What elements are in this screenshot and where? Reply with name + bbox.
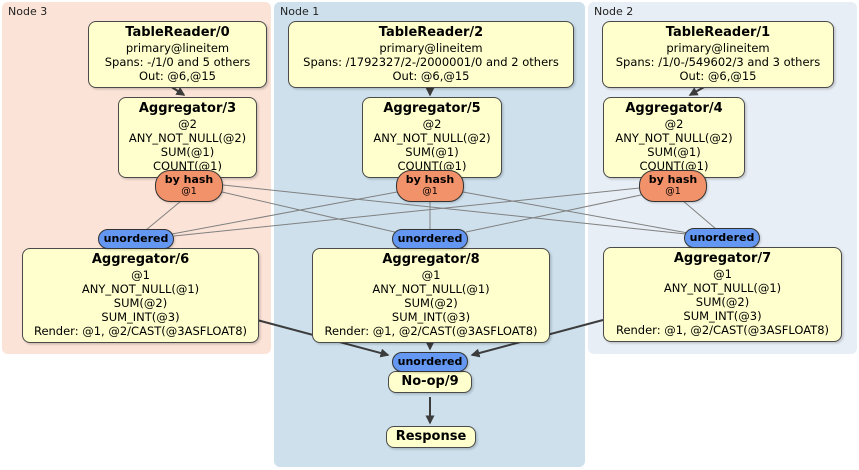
processor-detail: @1 bbox=[131, 268, 150, 282]
processor-detail: @2 bbox=[664, 117, 684, 131]
region-label-node-1: Node 1 bbox=[280, 5, 320, 18]
processor-detail: Spans: /1792327/2-/2000001/0 and 2 other… bbox=[303, 55, 559, 69]
router-by-hash-node2: by hash @1 bbox=[639, 170, 707, 202]
processor-detail: SUM_INT(@3) bbox=[391, 310, 471, 324]
processor-detail: Render: @1, @2/CAST(@3ASFLOAT8) bbox=[615, 323, 830, 337]
processor-detail: ANY_NOT_NULL(@1) bbox=[372, 282, 490, 296]
router-by-hash-key: @1 bbox=[665, 186, 681, 197]
processor-title: Aggregator/7 bbox=[673, 251, 772, 266]
processor-aggregator-7: Aggregator/7 @1 ANY_NOT_NULL(@1) SUM(@2)… bbox=[603, 247, 842, 342]
processor-noop-9: No-op/9 bbox=[388, 371, 472, 393]
processor-tablereader-0: TableReader/0 primary@lineitem Spans: -/… bbox=[88, 21, 267, 88]
processor-detail: Spans: -/1/0 and 5 others bbox=[104, 55, 251, 69]
processor-title: TableReader/0 bbox=[125, 25, 230, 40]
processor-title: TableReader/2 bbox=[378, 25, 484, 40]
processor-detail: ANY_NOT_NULL(@2) bbox=[128, 131, 247, 145]
processor-detail: Out: @6,@15 bbox=[679, 69, 757, 83]
edge-hash3-to-sync1 bbox=[221, 191, 400, 234]
processor-tablereader-1: TableReader/1 primary@lineitem Spans: /1… bbox=[602, 21, 834, 88]
processor-detail: COUNT(@1) bbox=[397, 159, 467, 173]
processor-detail: SUM(@1) bbox=[647, 145, 701, 159]
edge-hash3-to-sync3 bbox=[145, 200, 182, 231]
processor-title: Response bbox=[395, 429, 467, 444]
processor-title: Aggregator/3 bbox=[138, 101, 237, 116]
processor-detail: SUM(@2) bbox=[404, 296, 458, 310]
processor-detail: ANY_NOT_NULL(@2) bbox=[615, 131, 733, 145]
processor-detail: SUM(@1) bbox=[405, 145, 459, 159]
processor-detail: Render: @1, @2/CAST(@3ASFLOAT8) bbox=[33, 324, 248, 338]
router-by-hash-node3: by hash @1 bbox=[155, 170, 223, 202]
processor-detail: COUNT(@1) bbox=[153, 159, 222, 173]
processor-title: Aggregator/6 bbox=[91, 252, 190, 267]
processor-detail: SUM(@2) bbox=[113, 296, 168, 310]
edge-hash2-to-sync3 bbox=[173, 187, 641, 237]
processor-aggregator-4: Aggregator/4 @2 ANY_NOT_NULL(@2) SUM(@1)… bbox=[603, 97, 745, 178]
sync-unordered-node1: unordered bbox=[392, 229, 468, 249]
processor-detail: primary@lineitem bbox=[666, 41, 770, 55]
processor-detail: SUM(@2) bbox=[695, 295, 750, 309]
router-by-hash-label: by hash bbox=[164, 173, 214, 186]
processor-aggregator-5: Aggregator/5 @2 ANY_NOT_NULL(@2) SUM(@1)… bbox=[362, 97, 502, 178]
processor-title: Aggregator/8 bbox=[382, 252, 480, 267]
processor-title: Aggregator/4 bbox=[625, 101, 723, 116]
processor-aggregator-6: Aggregator/6 @1 ANY_NOT_NULL(@1) SUM(@2)… bbox=[22, 248, 259, 343]
processor-detail: primary@lineitem bbox=[379, 41, 483, 55]
processor-detail: @1 bbox=[713, 267, 732, 281]
processor-tablereader-2: TableReader/2 primary@lineitem Spans: /1… bbox=[288, 21, 574, 88]
router-by-hash-label: by hash bbox=[648, 173, 698, 186]
processor-detail: ANY_NOT_NULL(@1) bbox=[663, 281, 782, 295]
router-by-hash-node1: by hash @1 bbox=[396, 170, 464, 202]
processor-detail: @1 bbox=[421, 268, 441, 282]
edge-hash1-to-sync2 bbox=[462, 191, 689, 234]
processor-detail: ANY_NOT_NULL(@1) bbox=[81, 282, 200, 296]
processor-title: TableReader/1 bbox=[665, 25, 771, 40]
edge-hash2-to-sync2 bbox=[681, 199, 717, 230]
sync-unordered-label: unordered bbox=[103, 232, 169, 245]
sync-unordered-label: unordered bbox=[397, 232, 463, 245]
edge-hash3-to-sync2 bbox=[222, 184, 687, 235]
processor-detail: Spans: /1/0-/549602/3 and 3 others bbox=[615, 55, 821, 69]
router-by-hash-label: by hash bbox=[405, 173, 455, 186]
processor-title: No-op/9 bbox=[401, 374, 459, 389]
processor-detail: @2 bbox=[178, 117, 197, 131]
sync-unordered-node3: unordered bbox=[98, 229, 174, 249]
processor-detail: Out: @6,@15 bbox=[139, 69, 216, 83]
processor-detail: ANY_NOT_NULL(@2) bbox=[373, 131, 491, 145]
sync-unordered-label: unordered bbox=[397, 355, 463, 368]
processor-detail: Render: @1, @2/CAST(@3ASFLOAT8) bbox=[324, 324, 538, 338]
processor-detail: SUM_INT(@3) bbox=[101, 310, 180, 324]
processor-detail: COUNT(@1) bbox=[639, 159, 709, 173]
sync-unordered-label: unordered bbox=[689, 231, 755, 244]
router-by-hash-key: @1 bbox=[422, 186, 438, 197]
sync-unordered-node2: unordered bbox=[684, 228, 760, 248]
processor-detail: @2 bbox=[422, 117, 442, 131]
processor-aggregator-3: Aggregator/3 @2 ANY_NOT_NULL(@2) SUM(@1)… bbox=[118, 97, 257, 178]
processor-aggregator-8: Aggregator/8 @1 ANY_NOT_NULL(@1) SUM(@2)… bbox=[312, 248, 550, 343]
region-label-node-2: Node 2 bbox=[594, 5, 634, 18]
processor-detail: primary@lineitem bbox=[125, 41, 230, 55]
sync-unordered-final: unordered bbox=[392, 352, 468, 372]
processor-detail: SUM_INT(@3) bbox=[683, 309, 762, 323]
edge-hash2-to-sync1 bbox=[465, 194, 642, 233]
region-label-node-3: Node 3 bbox=[8, 5, 48, 18]
router-by-hash-key: @1 bbox=[181, 186, 197, 197]
processor-detail: Out: @6,@15 bbox=[392, 69, 470, 83]
edge-hash1-to-sync3 bbox=[171, 191, 398, 235]
processor-title: Aggregator/5 bbox=[383, 101, 481, 116]
processor-response: Response bbox=[386, 426, 476, 448]
processor-detail: SUM(@1) bbox=[160, 145, 215, 159]
